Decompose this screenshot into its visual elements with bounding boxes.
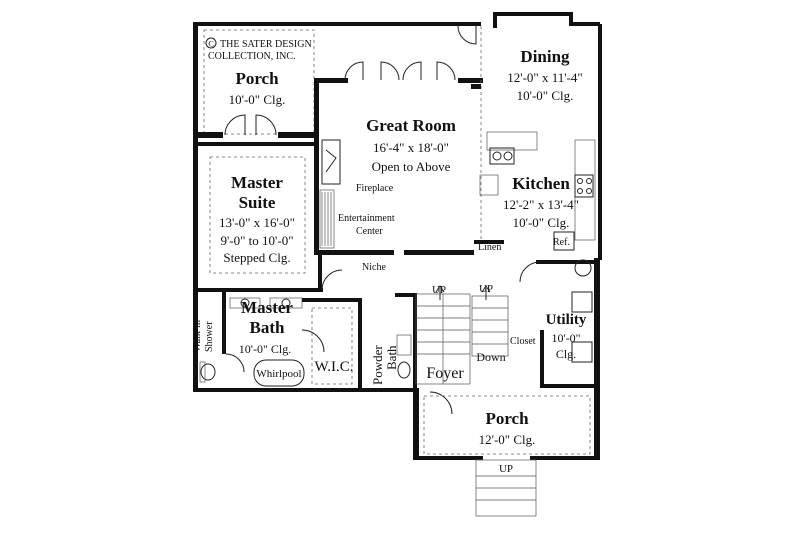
copyright-symbol: C <box>208 40 213 49</box>
master-suite-name-line2: Suite <box>239 193 276 212</box>
master-bath-fixtures <box>199 292 305 387</box>
foyer-label: Foyer <box>426 365 464 382</box>
niche-label: Niche <box>362 262 386 273</box>
front-porch <box>413 388 600 517</box>
copyright-line1: THE SATER DESIGN <box>220 39 312 50</box>
master-bath-name-line1: Master <box>241 298 293 317</box>
front-porch-ceiling: 12'-0" Clg. <box>479 432 536 447</box>
master-suite-walls <box>193 142 343 292</box>
entertainment-label-line1: Entertainment <box>338 213 395 224</box>
walkin-label-line2: Shower <box>204 321 215 352</box>
great-room-note: Open to Above <box>372 159 451 174</box>
copyright-block: C THE SATER DESIGN COLLECTION, INC. <box>205 37 312 62</box>
front-porch-name: Porch <box>485 409 529 428</box>
stair-up-second: UP <box>479 283 493 295</box>
master-bath-ceiling: 10'-0" Clg. <box>239 342 291 356</box>
utility-stairs <box>471 259 596 363</box>
utility-name: Utility <box>546 312 587 328</box>
dining-name: Dining <box>520 47 570 66</box>
entertainment-label-line2: Center <box>356 226 383 237</box>
powder-foyer-walls <box>395 285 471 415</box>
rear-porch-name: Porch <box>235 69 279 88</box>
linen-label: Linen <box>478 242 501 253</box>
ref-label: Ref. <box>553 237 570 248</box>
wic-label: W.I.C. <box>314 359 353 375</box>
walkin-label-line1: Walk-in <box>192 320 203 352</box>
master-suite-size: 13'-0" x 16'-0" <box>219 215 295 230</box>
master-bath-name-line2: Bath <box>250 318 286 337</box>
exterior-walls <box>193 12 602 392</box>
kitchen-size: 12'-2" x 13'-4" <box>503 197 579 212</box>
rear-porch-ceiling: 10'-0" Clg. <box>229 92 286 107</box>
stair-up-front: UP <box>499 463 513 475</box>
great-room-walls <box>314 25 483 255</box>
stair-down: Down <box>476 350 505 364</box>
stair-up-main: UP <box>432 284 446 296</box>
dining-size: 12'-0" x 11'-4" <box>507 70 582 85</box>
utility-ceiling-line1: 10'-0" <box>551 331 580 345</box>
great-room-name: Great Room <box>366 116 456 135</box>
kitchen-ceiling: 10'-0" Clg. <box>513 215 570 230</box>
dining-ceiling: 10'-0" Clg. <box>517 88 574 103</box>
fireplace-label: Fireplace <box>356 183 394 194</box>
closet-label: Closet <box>510 336 536 347</box>
master-suite-name-line1: Master <box>231 173 283 192</box>
whirlpool-label: Whirlpool <box>256 368 301 380</box>
master-suite-ceiling-line1: 9'-0" to 10'-0" <box>220 233 293 248</box>
kitchen-fixtures <box>474 131 596 251</box>
powder-bath-line2: Bath <box>384 345 399 370</box>
master-suite-ceiling-line2: Stepped Clg. <box>223 250 290 265</box>
wic-walls <box>301 298 362 390</box>
great-room-size: 16'-4" x 18'-0" <box>373 140 449 155</box>
kitchen-name: Kitchen <box>512 174 570 193</box>
copyright-line2: COLLECTION, INC. <box>208 51 296 62</box>
powder-bath-line1: Powder <box>370 345 385 385</box>
utility-ceiling-line2: Clg. <box>556 347 576 361</box>
